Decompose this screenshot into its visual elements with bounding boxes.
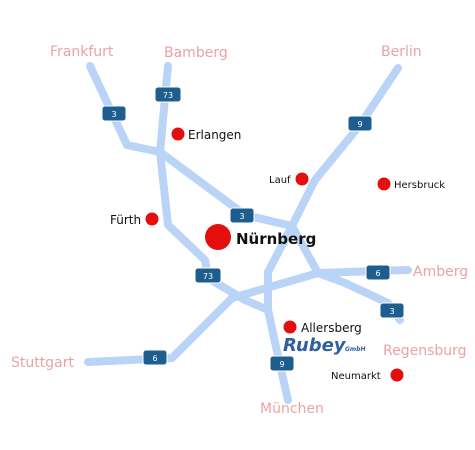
destination-label-amberg: Amberg [413,264,468,280]
rubey-logo: Rubey GmbH [283,335,366,356]
road-a73-south [204,274,272,314]
city-dot-erlangen [171,127,185,141]
city-dot-fuerth [145,212,159,226]
city-label-neumarkt: Neumarkt [331,371,381,382]
destination-label-regensburg: Regensburg [383,343,467,359]
shield-a9-north: 9 [347,115,373,132]
shield-a6-east: 6 [365,264,391,281]
destination-label-berlin: Berlin [381,44,422,60]
destination-label-stuttgart: Stuttgart [11,355,74,371]
shield-label: 3 [389,307,394,316]
city-label-nuernberg: Nürnberg [236,230,316,248]
brand-name: Rubey [283,335,347,356]
shield-label: 6 [152,354,157,363]
city-label-hersbruck: Hersbruck [394,180,445,191]
shield-a73-north: 73 [154,86,182,103]
city-dot-hersbruck [377,177,391,191]
destination-label-frankfurt: Frankfurt [50,44,114,60]
brand-suffix: GmbH [345,346,366,353]
shield-label: 6 [375,269,380,278]
road-a73-bamberg [156,62,212,282]
shield-label: 9 [279,360,284,369]
shield-a3-west: 3 [101,105,127,122]
city-dot-lauf [295,172,309,186]
city-dot-neumarkt [390,368,404,382]
shield-label: 73 [203,272,213,281]
city-label-lauf: Lauf [269,175,291,186]
shield-label: 9 [357,120,362,129]
city-dot-allersberg [283,320,297,334]
city-dot-nuernberg [205,224,231,250]
shield-a3-center: 3 [229,207,255,224]
shield-a9-south: 9 [269,355,295,372]
shield-a6-west: 6 [142,349,168,366]
shield-a73-south: 73 [194,267,222,284]
shield-label: 3 [111,110,116,119]
shield-label: 73 [163,91,173,100]
shield-a3-southeast: 3 [379,302,405,319]
road-a3-frankfurt [86,62,164,156]
destination-label-bamberg: Bamberg [164,45,228,61]
city-label-fuerth: Fürth [110,213,141,227]
city-markers [145,127,404,382]
city-label-allersberg: Allersberg [301,321,362,335]
shield-label: 3 [239,212,244,221]
city-label-erlangen: Erlangen [188,128,241,142]
destination-label-muenchen: München [260,401,324,417]
